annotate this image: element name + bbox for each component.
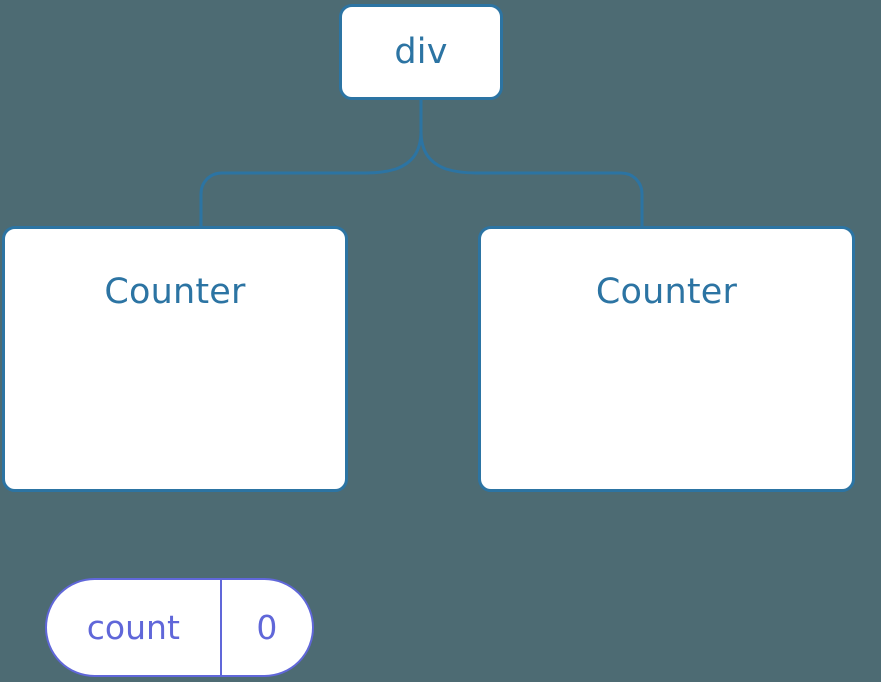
- connector-left-branch: [199, 98, 423, 229]
- state-chip-wrapper: count 0: [45, 578, 314, 677]
- component-card-counter-2[interactable]: Counter count 1: [478, 226, 855, 492]
- state-chip[interactable]: count 0: [45, 578, 314, 677]
- state-value-label: 0: [256, 608, 278, 647]
- diagram-canvas: div Counter count 0 Counter count 1: [2, 4, 855, 677]
- component-title: Counter: [104, 272, 246, 312]
- root-node-div[interactable]: div: [339, 4, 503, 100]
- root-node-label: div: [394, 31, 448, 72]
- state-key-label: count: [86, 608, 180, 647]
- component-card-counter-1[interactable]: Counter count 0: [2, 226, 348, 677]
- connector-right-branch: [419, 98, 644, 229]
- component-title: Counter: [595, 272, 738, 312]
